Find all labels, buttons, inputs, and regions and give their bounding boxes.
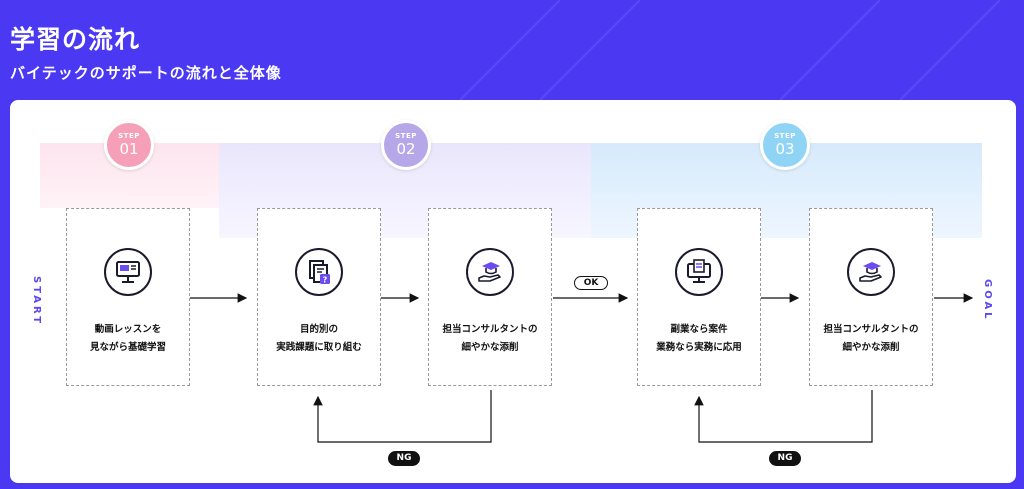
step-description: 担当コンサルタントの 細やかな添削 (442, 324, 538, 354)
step-badge: STEP 01 (104, 120, 154, 170)
page-subtitle: バイテックのサポートの流れと全体像 (10, 64, 282, 82)
step-box-consultant-review: 担当コンサルタントの 細やかな添削 (428, 208, 552, 386)
step-badge: STEP 03 (760, 120, 810, 170)
hand-graduation-cap-icon (466, 248, 514, 296)
step-description: 副業なら案件 業務なら実務に応用 (656, 324, 742, 354)
ng-badge: NG (769, 451, 801, 466)
step-box-practical-tasks: ? 目的別の 実践課題に取り組む (257, 208, 381, 386)
step-box-video-lessons: 動画レッスンを 見ながら基礎学習 (66, 208, 190, 386)
flow-panel: STEP 01 STEP 02 STEP 03 START GOAL OK NG… (10, 100, 1016, 483)
ng-badge: NG (388, 451, 420, 466)
step-description: 動画レッスンを 見ながら基礎学習 (89, 324, 166, 354)
svg-text:?: ? (323, 276, 328, 285)
ok-badge: OK (574, 276, 608, 290)
hand-graduation-cap-icon (847, 248, 895, 296)
page-title: 学習の流れ (10, 25, 141, 54)
step-badge: STEP 02 (381, 120, 431, 170)
computer-monitor-icon (104, 248, 152, 296)
flow-arrows (190, 293, 974, 443)
computer-document-icon (675, 248, 723, 296)
step-description: 目的別の 実践課題に取り組む (276, 324, 362, 354)
step-description: 担当コンサルタントの 細やかな添削 (823, 324, 919, 354)
goal-label: GOAL (982, 279, 993, 322)
documents-question-icon: ? (295, 248, 343, 296)
step-box-apply-work: 副業なら案件 業務なら実務に応用 (637, 208, 761, 386)
step-box-consultant-review-2: 担当コンサルタントの 細やかな添削 (809, 208, 933, 386)
start-label: START (31, 276, 42, 327)
